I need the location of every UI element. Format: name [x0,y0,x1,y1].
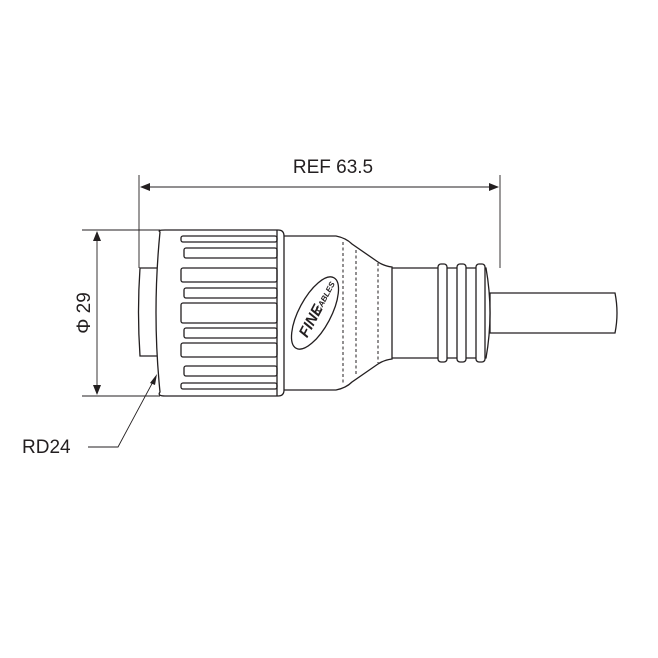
socket-insert [137,267,161,357]
logo-oval [290,276,340,350]
thread-leader-arrow [150,374,157,385]
strain-relief-rib-1 [437,263,448,363]
length-label: REF 63.5 [293,157,373,178]
coupling-nut-body [155,229,285,397]
strain-relief [387,263,491,363]
thread-label: RD24 [22,437,71,458]
cable-jacket [489,292,618,334]
cable [489,292,618,334]
housing: FINE CABLES [282,235,393,391]
strain-relief-rib-3 [475,263,486,363]
diameter-dimension: Φ 29 [74,229,160,397]
diameter-label: Φ 29 [74,292,95,334]
socket-insert-body [137,267,161,357]
housing-body [282,235,393,391]
length-dimension: REF 63.5 [138,157,501,268]
strain-relief-rib-2 [456,263,467,363]
coupling-nut [155,229,285,397]
thread-leader-line [88,377,156,448]
thread-callout: RD24 [22,374,157,458]
brand-logo: FINE CABLES [290,276,340,350]
